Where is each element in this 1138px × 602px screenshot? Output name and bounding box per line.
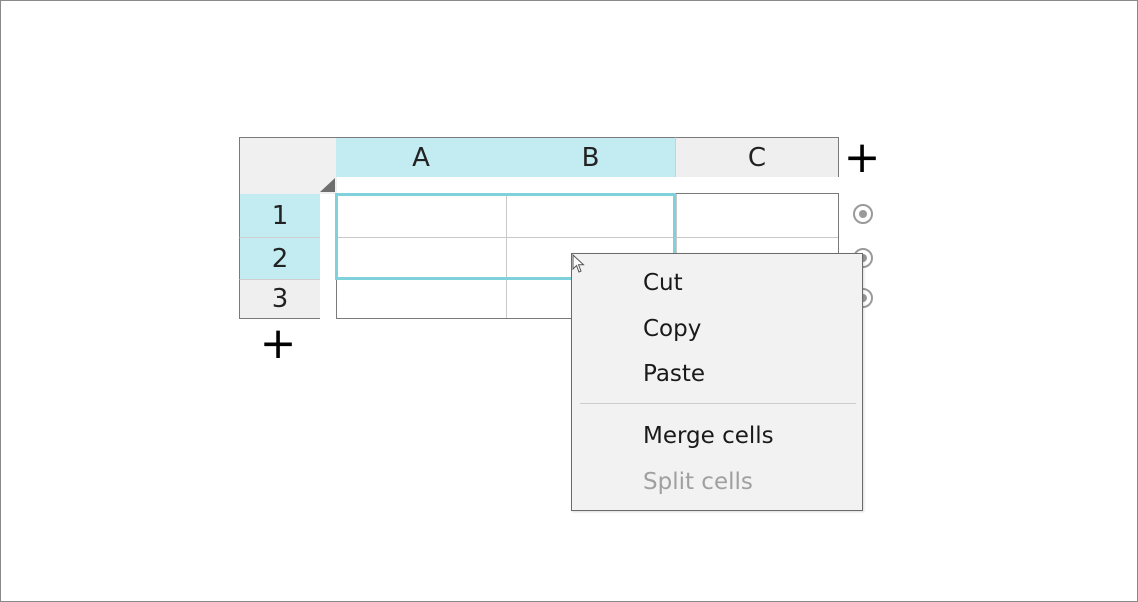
cell-a3[interactable]: [337, 280, 506, 318]
row-1-handle-radio-icon[interactable]: [853, 204, 873, 224]
menu-item-merge-cells[interactable]: Merge cells: [643, 423, 774, 449]
grid-line: [506, 194, 507, 318]
menu-item-paste[interactable]: Paste: [643, 361, 706, 387]
row-header-3[interactable]: 3: [239, 280, 320, 319]
menu-separator: [580, 403, 856, 404]
row-header-label: 1: [271, 200, 289, 231]
row-header-label: 3: [271, 284, 289, 314]
column-header-label: B: [581, 142, 600, 173]
column-header-label: A: [412, 142, 430, 173]
mouse-pointer-icon: [572, 254, 585, 273]
add-row-plus-icon[interactable]: +: [259, 318, 297, 369]
context-menu: Cut Copy Paste Merge cells Split cells: [571, 253, 863, 511]
row-header-2[interactable]: 2: [239, 238, 320, 280]
grid-line: [337, 237, 838, 238]
column-header-b[interactable]: B: [506, 137, 676, 177]
menu-item-split-cells: Split cells: [643, 469, 753, 495]
add-column-plus-icon[interactable]: +: [843, 132, 881, 183]
menu-item-copy[interactable]: Copy: [643, 316, 702, 342]
cell-c1[interactable]: [677, 194, 838, 237]
select-all-triangle-icon: [320, 178, 335, 192]
row-header-label: 2: [271, 243, 289, 274]
menu-item-cut[interactable]: Cut: [643, 270, 683, 296]
column-header-label: C: [747, 142, 767, 173]
column-header-a[interactable]: A: [336, 137, 507, 177]
cell-selection-range: [335, 193, 676, 280]
column-header-c[interactable]: C: [676, 137, 839, 177]
row-header-1[interactable]: 1: [239, 194, 320, 238]
